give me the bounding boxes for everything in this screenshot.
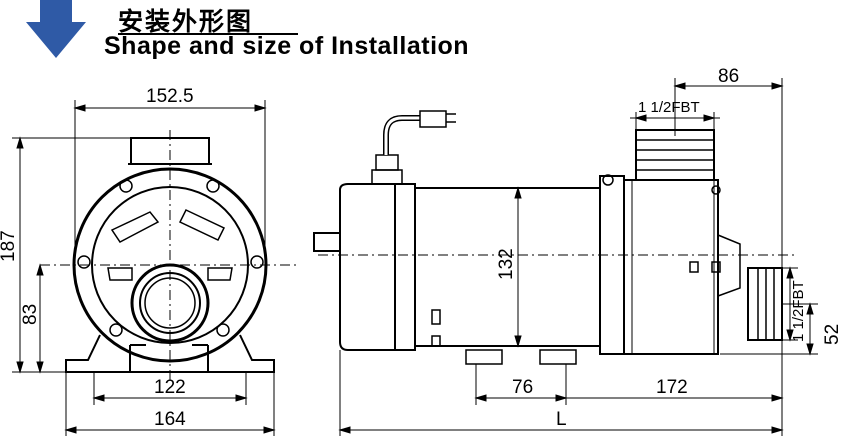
dim-76: 76: [512, 377, 533, 398]
title-english: Shape and size of Installation: [104, 32, 470, 60]
dim-132: 132: [496, 248, 517, 280]
dim-inlet-fbt: 1 1/2FBT: [790, 280, 807, 342]
front-view: [40, 130, 300, 382]
dim-52: 52: [822, 324, 843, 345]
dim-122: 122: [154, 377, 186, 398]
header-arrow-icon: [26, 0, 86, 58]
dim-L: L: [556, 409, 567, 430]
dim-top-outlet-fbt: 1 1/2FBT: [638, 99, 700, 116]
title-underline: [118, 33, 298, 35]
dim-83: 83: [20, 304, 41, 325]
title-chinese: 安装外形图: [118, 7, 254, 36]
side-view: [313, 110, 795, 365]
dim-187: 187: [0, 230, 19, 262]
dimension-labels: 152.5 187 83 122 164 86 1 1/2FBT 132 1 1…: [0, 66, 843, 430]
dim-172: 172: [656, 377, 688, 398]
dim-152-5: 152.5: [146, 86, 194, 107]
front-dimensions: [12, 100, 276, 436]
dim-164: 164: [154, 409, 186, 430]
side-dimensions: [338, 78, 818, 436]
dim-86: 86: [718, 66, 739, 87]
